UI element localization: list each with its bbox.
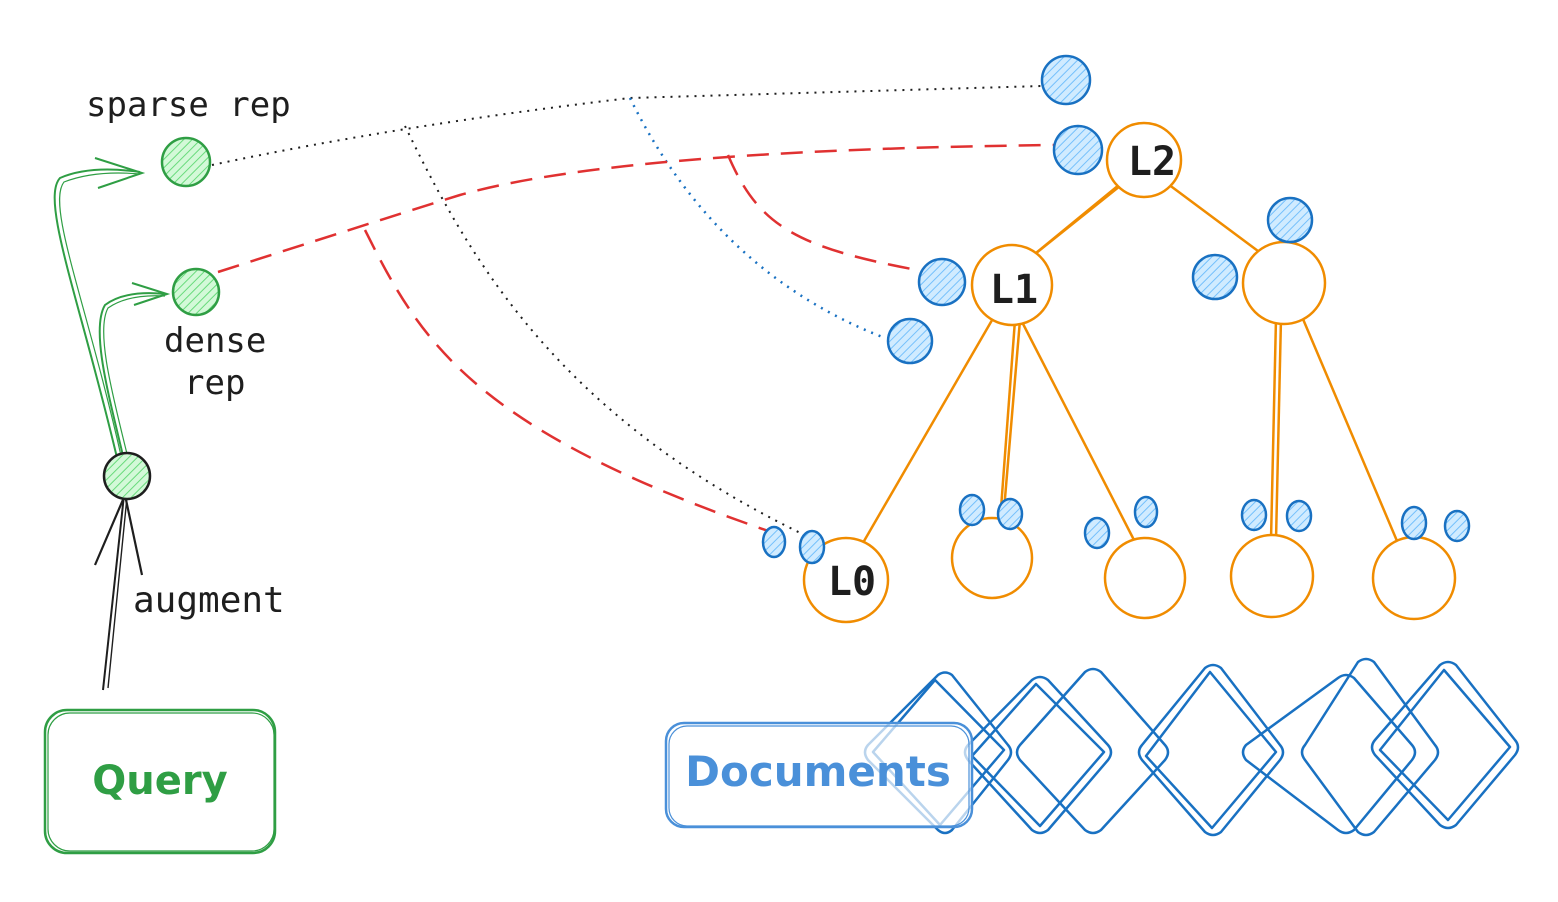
embedding-node-leaf5-a xyxy=(1400,505,1428,541)
embedding-node-leaf4-b xyxy=(1285,499,1313,533)
document-diamond-2b xyxy=(970,682,1106,828)
tree-node-l1[interactable] xyxy=(970,243,1054,327)
arrow-head-dense xyxy=(131,282,171,306)
tree-label-l0: L0 xyxy=(828,559,876,605)
embedding-node-l1-right xyxy=(1191,253,1239,301)
arrow-head-sparse xyxy=(94,157,146,189)
arrow-to-sparse xyxy=(53,168,141,463)
tree-edges xyxy=(858,179,1402,549)
embedding-node-l2 xyxy=(1052,124,1104,176)
document-diamond-3 xyxy=(1015,667,1170,835)
tree-leaf-2[interactable] xyxy=(950,516,1034,600)
embedding-node-l1-right-top xyxy=(1266,196,1314,244)
query-label: Query xyxy=(92,758,227,804)
augment-arrow-head xyxy=(93,491,144,576)
tree-leaf-3[interactable] xyxy=(1103,536,1187,620)
tree-leaf-5[interactable] xyxy=(1371,535,1457,621)
embedding-node-leaf4-a xyxy=(1240,498,1268,532)
arrow-to-dense-b xyxy=(103,295,166,459)
document-diamond-5 xyxy=(1241,673,1417,835)
embedding-node-leaf3-a xyxy=(1083,516,1111,550)
document-diamond-7 xyxy=(1370,660,1520,830)
documents-label: Documents xyxy=(685,747,951,796)
query-box-outline xyxy=(47,712,275,852)
augment-label: augment xyxy=(133,580,285,621)
embedding-node-leaf2-b xyxy=(996,497,1024,531)
documents-box-outline xyxy=(668,725,970,827)
embedding-node-leaf5-b xyxy=(1443,509,1471,543)
augmented-query-node xyxy=(102,451,152,501)
sparse-link-to-top-node xyxy=(211,85,1043,166)
tree-label-l1: L1 xyxy=(990,267,1038,313)
sparse-link-to-l0 xyxy=(404,125,816,541)
embedding-node-l0-a xyxy=(761,525,787,559)
document-diamond-6 xyxy=(1300,657,1440,837)
dense-rep-label-line2: rep xyxy=(184,363,245,403)
tree-label-l2: L2 xyxy=(1128,139,1176,185)
embedding-node-top xyxy=(1040,54,1092,106)
dense-link-to-l1 xyxy=(726,154,946,277)
document-diamond-4b xyxy=(1144,670,1278,830)
tree-node-l1-right[interactable] xyxy=(1241,240,1327,326)
embedding-node-l0-b xyxy=(798,529,826,565)
sparse-link-to-l1-node xyxy=(628,97,886,340)
dense-link-to-l0 xyxy=(363,229,781,537)
embedding-nodes xyxy=(761,54,1471,565)
tree-node-l2[interactable] xyxy=(1105,121,1183,199)
dense-rep-node xyxy=(171,267,221,317)
tree-leaf-4[interactable] xyxy=(1229,533,1315,619)
dense-link-to-l2 xyxy=(217,143,1056,274)
document-diamond-4 xyxy=(1137,663,1285,837)
sparse-rep-node xyxy=(160,136,212,188)
embedding-node-l1-lower xyxy=(886,317,934,365)
documents-box[interactable] xyxy=(664,721,974,829)
document-diamond-2 xyxy=(963,675,1113,835)
embedding-node-leaf3-b xyxy=(1133,495,1159,529)
dense-rep-label-line1: dense xyxy=(164,321,266,361)
augment-arrow-b xyxy=(107,496,128,689)
arrow-to-dense xyxy=(98,292,166,461)
augment-arrow xyxy=(102,494,125,691)
query-box[interactable] xyxy=(43,708,277,855)
tree-node-l0[interactable] xyxy=(802,536,890,624)
sparse-rep-label: sparse rep xyxy=(86,85,291,125)
embedding-node-l1 xyxy=(917,257,967,307)
embedding-node-leaf2-a xyxy=(958,493,986,527)
document-diamond-7b xyxy=(1378,668,1512,822)
arrow-to-sparse-b xyxy=(58,172,141,461)
